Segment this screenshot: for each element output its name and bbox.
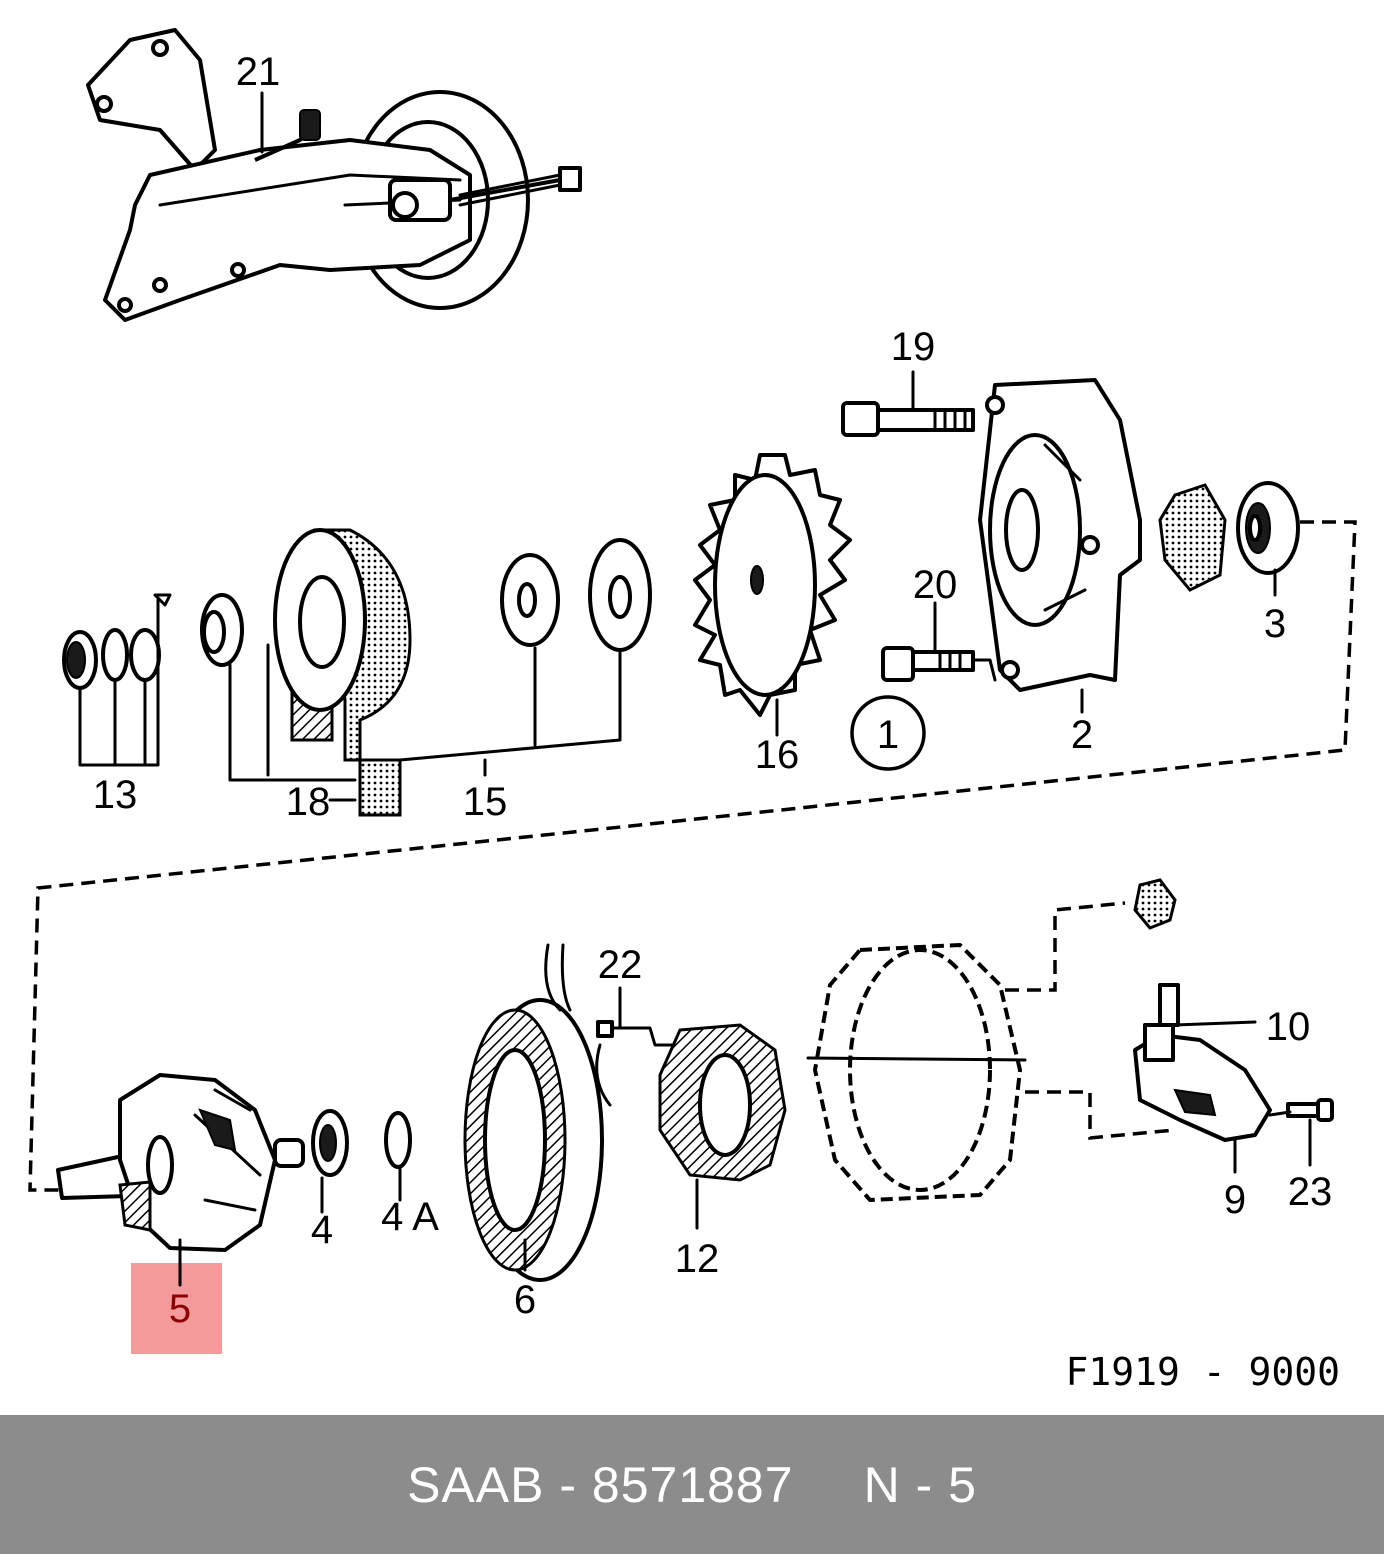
callout-1: 1	[877, 713, 899, 757]
callout-22: 22	[598, 943, 643, 987]
callout-13: 13	[93, 773, 138, 817]
cap-piece	[1133, 878, 1177, 930]
figure-code: F1919 - 9000	[1065, 1350, 1340, 1394]
exploded-parts-diagram: 21 13 18 15 16	[28, 28, 1357, 1394]
footer-bar: SAAB - 8571887 N - 5	[0, 1415, 1384, 1554]
callout-9: 9	[1224, 1178, 1246, 1222]
callout-23: 23	[1288, 1170, 1333, 1214]
bolt-19	[841, 401, 975, 437]
leader-23	[1268, 1110, 1312, 1167]
rectifier-12	[658, 1023, 787, 1182]
fan-16	[693, 453, 852, 717]
callout-5: 5	[169, 1287, 191, 1331]
pulley-and-belt-18	[200, 528, 412, 817]
drive-end-shield-2	[978, 378, 1142, 692]
callout-3: 3	[1264, 602, 1286, 646]
leader-10	[1173, 1020, 1257, 1027]
slip-ring-end-housing	[806, 943, 1027, 1202]
spacer-discs-15	[500, 538, 652, 652]
nut-washer-set-13	[62, 593, 172, 690]
callout-16: 16	[755, 733, 800, 777]
callout-18: 18	[286, 780, 331, 824]
callout-4a: 4 A	[381, 1195, 439, 1239]
leader-18	[228, 643, 357, 782]
bearing-3	[1236, 481, 1300, 575]
callout-15: 15	[463, 780, 508, 824]
tensioner-bracket-assembly	[86, 28, 582, 322]
callout-2: 2	[1071, 713, 1093, 757]
assembly-path-line	[28, 520, 1357, 1192]
o-ring-4a	[384, 1111, 412, 1169]
cover-plate	[1158, 483, 1227, 592]
rotor-5	[56, 1073, 305, 1252]
callout-4: 4	[311, 1208, 333, 1252]
regulator-link	[1025, 1090, 1176, 1140]
screw-23	[1286, 1098, 1334, 1122]
footer-part-number: SAAB - 8571887	[407, 1456, 794, 1513]
housing-link	[1005, 901, 1126, 992]
screw-22	[596, 1020, 614, 1038]
footer-position: N - 5	[863, 1456, 977, 1513]
callout-10: 10	[1266, 1005, 1311, 1049]
highlight-part-5	[131, 1263, 222, 1354]
stator-6	[463, 943, 612, 1282]
callout-19: 19	[891, 325, 936, 369]
voltage-regulator-9	[1133, 983, 1272, 1142]
bolt-20	[881, 646, 975, 682]
callout-12: 12	[675, 1237, 720, 1281]
callout-20: 20	[913, 563, 958, 607]
leader-13	[78, 598, 160, 767]
callout-6: 6	[514, 1278, 536, 1322]
callout-21: 21	[236, 50, 281, 94]
leader-20	[933, 601, 997, 682]
leader-22	[610, 986, 677, 1047]
leader-15	[398, 646, 622, 762]
bearing-4	[311, 1109, 349, 1177]
callout-1-circle: 1	[850, 695, 926, 771]
